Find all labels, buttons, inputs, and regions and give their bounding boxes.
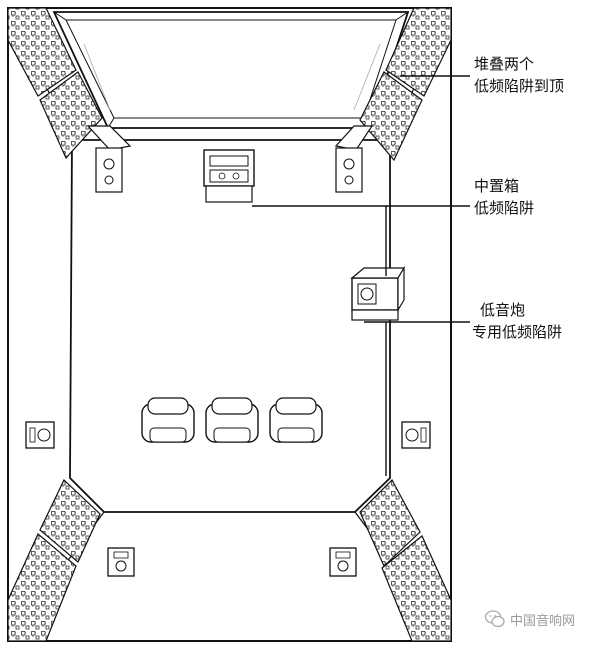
bass-trap-top-left-wall	[39, 71, 103, 160]
seat-right	[269, 397, 323, 443]
wechat-icon	[484, 610, 505, 628]
bass-trap-top-right-corner	[385, 7, 452, 97]
projection-screen	[52, 11, 410, 129]
bass-trap-bottom-left-wall	[39, 478, 101, 563]
bass-trap-bottom-left-corner	[7, 533, 77, 642]
front-right-speaker	[334, 125, 374, 193]
label-center-trap-line2: 低频陷阱	[474, 199, 535, 217]
bass-trap-top-left-corner	[7, 7, 77, 97]
outer-wall	[7, 7, 452, 642]
label-sub-trap-line2: 专用低频陷阱	[472, 323, 563, 341]
subwoofer	[350, 265, 406, 321]
bass-trap-bottom-right-corner	[381, 535, 452, 642]
side-right-speaker	[401, 421, 431, 449]
watermark-text: 中国音响网	[510, 614, 576, 629]
label-ceiling-traps-line1: 堆叠两个	[474, 55, 535, 73]
label-ceiling-traps-line2: 低频陷阱到顶	[474, 77, 565, 95]
side-left-speaker	[25, 421, 55, 449]
bass-trap-bottom-right-wall	[359, 479, 421, 568]
label-sub-trap-line1: 低音炮	[480, 301, 526, 319]
label-center-trap-line1: 中置箱	[474, 177, 520, 195]
center-speaker	[203, 149, 255, 203]
bass-trap-top-right-wall	[359, 71, 423, 162]
rear-left-speaker	[107, 547, 135, 577]
front-left-speaker	[86, 125, 132, 193]
rear-right-speaker	[329, 547, 357, 577]
seat-left	[141, 397, 195, 443]
seat-center	[205, 397, 259, 443]
